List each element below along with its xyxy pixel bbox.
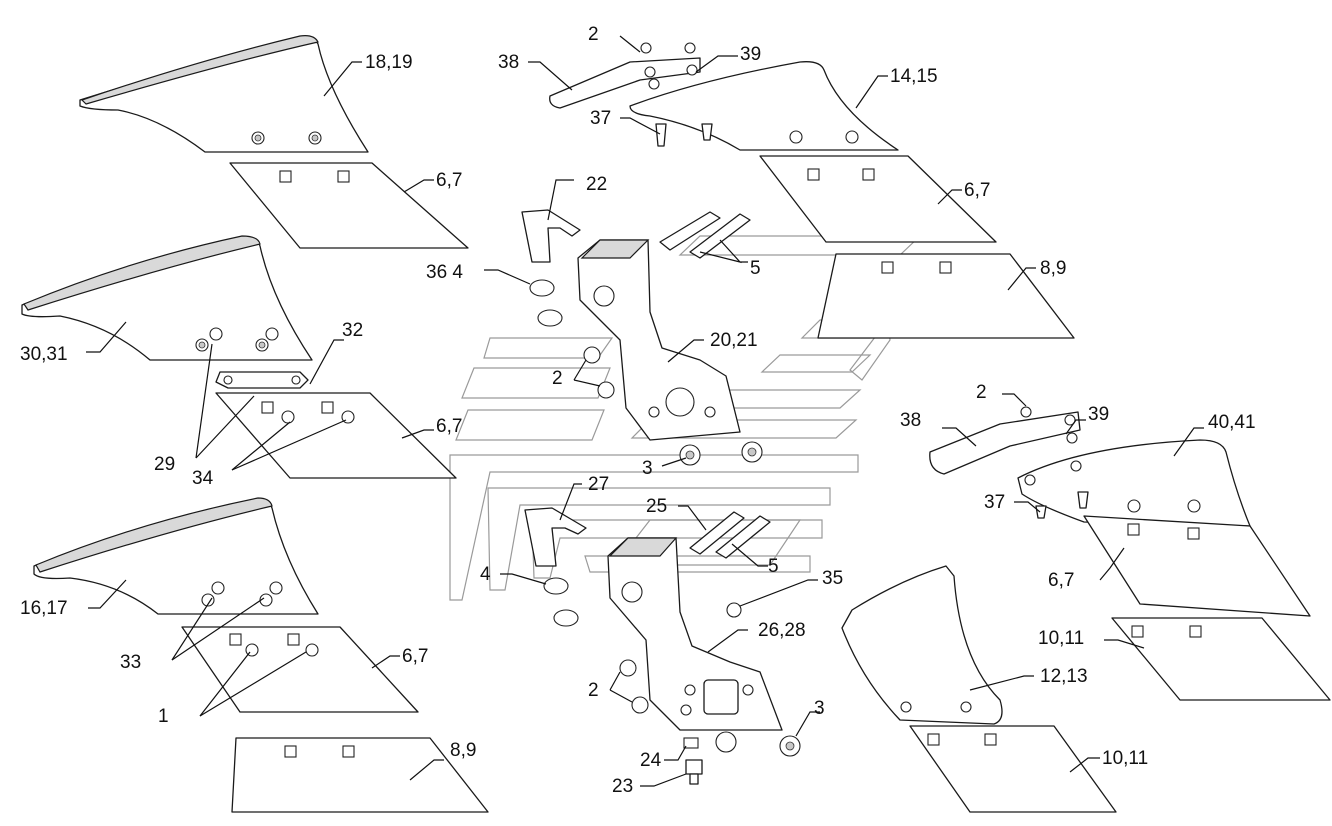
washers-3-mid xyxy=(679,441,763,466)
label-34: 34 xyxy=(192,468,214,489)
label-3-low: 3 xyxy=(814,698,825,719)
part-18-19 xyxy=(79,35,369,153)
part-27 xyxy=(524,507,587,567)
label-6-7-e: 6,7 xyxy=(402,646,428,667)
label-38-right: 38 xyxy=(900,410,921,431)
label-10-11-b: 10,11 xyxy=(1102,748,1148,769)
part-10-11-a xyxy=(1111,617,1331,701)
washers-2-low xyxy=(619,659,649,714)
label-24: 24 xyxy=(640,750,662,771)
label-37-top: 37 xyxy=(590,108,611,129)
part-20-21 xyxy=(577,239,741,441)
part-6-7-a xyxy=(229,162,469,249)
part-5-top xyxy=(659,211,751,259)
label-8-9-low: 8,9 xyxy=(450,740,476,761)
label-2-top: 2 xyxy=(588,24,599,45)
label-39-right: 39 xyxy=(1088,404,1109,425)
part-30-31 xyxy=(21,235,313,361)
label-35: 35 xyxy=(822,568,843,589)
part-16-17 xyxy=(33,497,319,615)
label-5-low: 5 xyxy=(768,556,779,577)
label-32: 32 xyxy=(342,320,363,341)
label-40-41: 40,41 xyxy=(1208,412,1256,433)
label-2-mid: 2 xyxy=(552,368,563,389)
part-24-23-bolt xyxy=(683,737,703,785)
label-33: 33 xyxy=(120,652,141,673)
part-14-15 xyxy=(629,61,899,151)
label-1: 1 xyxy=(158,706,169,727)
part-38-right xyxy=(929,406,1081,475)
label-26-28: 26,28 xyxy=(758,620,806,641)
part-8-9-low xyxy=(231,737,489,813)
label-10-11-a: 10,11 xyxy=(1038,628,1084,649)
part-26-28 xyxy=(607,537,783,731)
part-8-9-top xyxy=(817,253,1075,339)
label-36-4: 36 4 xyxy=(426,262,463,283)
label-6-7-a: 6,7 xyxy=(436,170,462,191)
label-12-13: 12,13 xyxy=(1040,666,1088,687)
label-6-7-c: 6,7 xyxy=(436,416,462,437)
label-27: 27 xyxy=(588,474,609,495)
label-39-top: 39 xyxy=(740,44,761,65)
part-6-7-e xyxy=(181,626,419,713)
part-6-7-d xyxy=(1083,515,1311,617)
label-29: 29 xyxy=(154,454,175,475)
washers-2-mid xyxy=(583,346,615,399)
part-10-11-b xyxy=(909,725,1117,813)
part-25-pins xyxy=(689,511,771,559)
part-22 xyxy=(521,209,581,263)
part-12-13 xyxy=(841,565,1003,725)
label-6-7-d: 6,7 xyxy=(1048,570,1074,591)
label-2-right: 2 xyxy=(976,382,987,403)
part-38-top xyxy=(549,42,701,109)
label-23: 23 xyxy=(612,776,633,797)
label-6-7-b: 6,7 xyxy=(964,180,990,201)
label-38-top: 38 xyxy=(498,52,519,73)
label-14-15: 14,15 xyxy=(890,66,938,87)
label-3-mid: 3 xyxy=(642,458,653,479)
washers-3-low xyxy=(715,731,801,757)
callout-labels: 18,19 2 38 39 14,15 37 6,7 6,7 22 5 36 4… xyxy=(20,24,1256,797)
label-4-low: 4 xyxy=(480,564,491,585)
label-37-right: 37 xyxy=(984,492,1005,513)
label-8-9-top: 8,9 xyxy=(1040,258,1066,279)
part-6-7-b xyxy=(759,155,997,243)
label-30-31: 30,31 xyxy=(20,344,68,365)
label-20-21: 20,21 xyxy=(710,330,758,351)
part-6-7-c xyxy=(215,392,457,479)
parts-36-4-pins xyxy=(529,279,563,327)
label-16-17: 16,17 xyxy=(20,598,68,619)
part-32 xyxy=(215,371,309,389)
parts-4-low-pins xyxy=(543,577,579,627)
label-22: 22 xyxy=(586,174,607,195)
label-5-top: 5 xyxy=(750,258,761,279)
part-40-41 xyxy=(1017,439,1251,527)
label-2-low: 2 xyxy=(588,680,599,701)
part-35 xyxy=(726,602,742,618)
leader-lines xyxy=(86,35,1204,787)
label-25: 25 xyxy=(646,496,667,517)
label-18-19: 18,19 xyxy=(365,52,413,73)
